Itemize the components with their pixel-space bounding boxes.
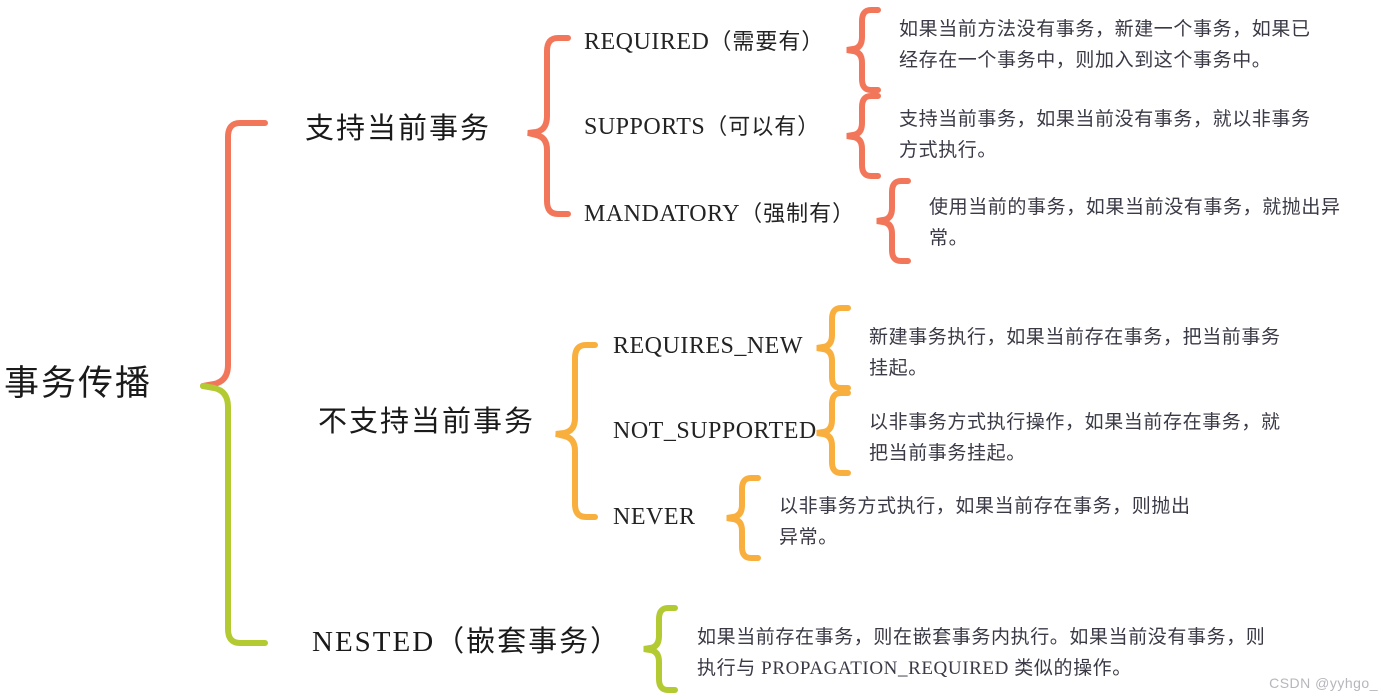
leaf-brace-mandatory — [876, 178, 911, 264]
desc-nested: 如果当前存在事务，则在嵌套事务内执行。如果当前没有事务，则 执行与 PROPAG… — [697, 627, 1266, 680]
leaf-cn-mandatory: （强制有） — [740, 201, 856, 226]
leaf-node-mandatory: MANDATORY（强制有） — [584, 202, 855, 226]
desc-not-supported: 以非事务方式执行操作，如果当前存在事务，就 把当前事务挂起。 — [869, 412, 1281, 465]
leaf-node-not-supported: NOT_SUPPORTED — [613, 419, 817, 443]
desc-supports: 支持当前事务，如果当前没有事务，就以非事务 方式执行。 — [899, 109, 1311, 162]
leaf-brace-never — [726, 475, 761, 561]
leaf-name-not-supported: NOT_SUPPORTED — [613, 418, 817, 444]
desc-never: 以非事务方式执行，如果当前存在事务，则抛出 异常。 — [779, 496, 1191, 549]
branch-label-nested: NESTED（嵌套事务） — [312, 626, 622, 658]
leaf-name-required: REQUIRED — [584, 29, 710, 55]
leaf-brace-not-supported — [816, 390, 851, 476]
leaf-node-supports: SUPPORTS（可以有） — [584, 115, 820, 139]
root-brace-upper — [200, 120, 268, 389]
leaf-name-requires-new: REQUIRES_NEW — [613, 333, 803, 359]
leaf-node-never: NEVER — [613, 505, 696, 529]
leaf-brace-nested — [643, 605, 678, 693]
leaf-name-mandatory: MANDATORY — [584, 201, 741, 227]
leaf-brace-requires-new — [816, 305, 851, 391]
csdn-watermark: CSDN @yyhgo_ — [1269, 675, 1378, 691]
desc-requires-new: 新建事务执行，如果当前存在事务，把当前事务 挂起。 — [869, 327, 1281, 380]
branch-2-brace — [555, 342, 598, 520]
branch-1-brace — [527, 35, 571, 217]
leaf-brace-required — [846, 7, 881, 93]
desc-required: 如果当前方法没有事务，新建一个事务，如果已 经存在一个事务中，则加入到这个事务中… — [899, 19, 1311, 72]
leaf-brace-supports — [846, 93, 881, 179]
leaf-name-supports: SUPPORTS — [584, 114, 706, 140]
leaf-node-required: REQUIRED（需要有） — [584, 30, 824, 54]
desc-mandatory: 使用当前的事务，如果当前没有事务，就抛出异 常。 — [929, 197, 1341, 250]
root-brace-lower — [200, 383, 268, 646]
leaf-cn-supports: （可以有） — [705, 114, 821, 139]
leaf-node-requires-new: REQUIRES_NEW — [613, 334, 803, 358]
leaf-name-never: NEVER — [613, 504, 696, 530]
branch-label-support-current: 支持当前事务 — [305, 113, 492, 145]
root-node-label: 事务传播 — [4, 364, 153, 403]
branch-label-not-support-current: 不支持当前事务 — [318, 406, 536, 438]
leaf-cn-required: （需要有） — [709, 29, 825, 54]
